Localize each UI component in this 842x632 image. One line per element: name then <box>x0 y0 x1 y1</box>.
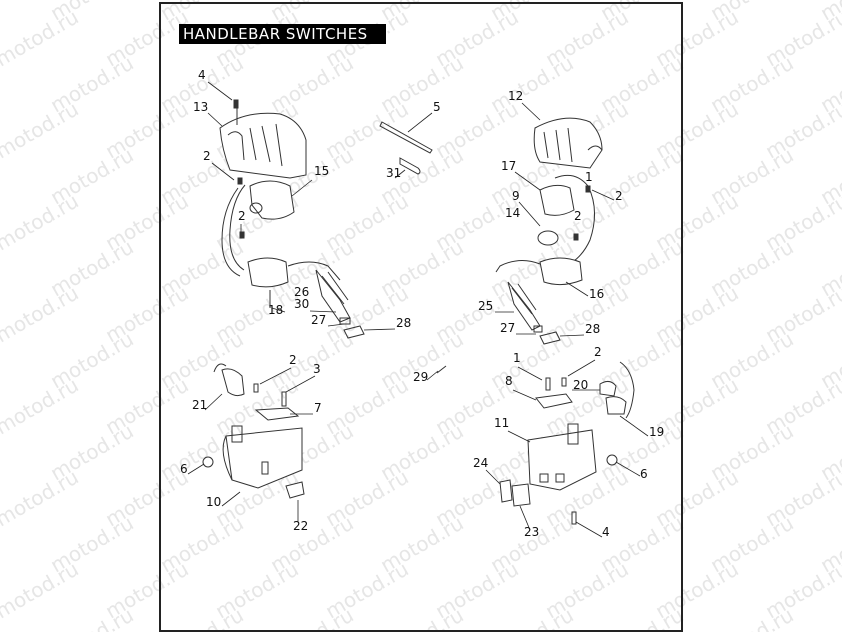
part-callout-19: 19 <box>649 425 665 439</box>
left-connector-26-30 <box>315 269 365 339</box>
part-callout-25: 25 <box>478 299 494 313</box>
part-callout-2: 2 <box>238 209 246 223</box>
part-callout-2: 2 <box>574 209 582 223</box>
right-switch-housing-11 <box>499 361 635 525</box>
right-upper-switch-17 <box>537 174 595 269</box>
part-callout-11: 11 <box>494 416 510 430</box>
part-callout-7: 7 <box>314 401 322 415</box>
part-callout-15: 15 <box>314 164 330 178</box>
part-callout-2: 2 <box>203 149 211 163</box>
left-lower-switch-18 <box>239 231 341 308</box>
part-callout-4: 4 <box>602 525 610 539</box>
part-callout-24: 24 <box>473 456 489 470</box>
part-callout-26: 26 <box>294 285 310 299</box>
part-callout-1: 1 <box>513 351 521 365</box>
part-callout-2: 2 <box>289 353 297 367</box>
switch-housing-cover-left <box>219 99 307 179</box>
part-callout-18: 18 <box>268 303 284 317</box>
part-callout-1: 1 <box>585 170 593 184</box>
part-callout-14: 14 <box>505 206 521 220</box>
left-upper-switch <box>221 177 295 277</box>
part-callout-5: 5 <box>433 100 441 114</box>
diagram-title: HANDLEBAR SWITCHES <box>179 24 386 44</box>
part-callout-4: 4 <box>198 68 206 82</box>
right-connector-25 <box>507 281 561 345</box>
part-callout-28: 28 <box>396 316 412 330</box>
part-callout-16: 16 <box>589 287 605 301</box>
part-callout-22: 22 <box>293 519 309 533</box>
part-callout-17: 17 <box>501 159 517 173</box>
switch-housing-cover-right <box>533 117 603 169</box>
part-callout-2: 2 <box>615 189 623 203</box>
part-callout-30: 30 <box>294 297 310 311</box>
part-callout-6: 6 <box>640 467 648 481</box>
part-callout-27: 27 <box>500 321 516 335</box>
diagram-panel: HANDLEBAR SWITCHES <box>159 2 683 632</box>
part-callout-2: 2 <box>594 345 602 359</box>
part-callout-27: 27 <box>311 313 327 327</box>
part-callout-20: 20 <box>573 378 589 392</box>
part-callout-8: 8 <box>505 374 513 388</box>
part-callout-12: 12 <box>508 89 524 103</box>
part-callout-31: 31 <box>386 166 402 180</box>
part-callout-3: 3 <box>313 362 321 376</box>
part-callout-29: 29 <box>413 370 429 384</box>
part-callout-13: 13 <box>193 100 209 114</box>
part-callout-6: 6 <box>180 462 188 476</box>
right-lower-switch-16 <box>495 257 583 286</box>
part-callout-23: 23 <box>524 525 540 539</box>
part-callout-9: 9 <box>512 189 520 203</box>
part-callout-10: 10 <box>206 495 222 509</box>
part-callout-21: 21 <box>192 398 208 412</box>
callout-leader-lines <box>187 81 649 538</box>
center-parts <box>379 121 447 374</box>
left-switch-housing-10 <box>202 363 305 499</box>
part-callout-28: 28 <box>585 322 601 336</box>
